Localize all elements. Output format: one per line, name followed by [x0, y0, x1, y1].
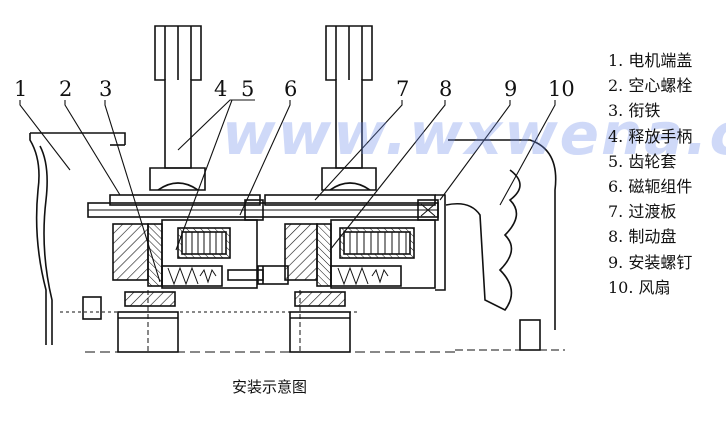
legend-item: 10. 风扇 [608, 275, 692, 300]
legend-number: 8. [608, 227, 624, 247]
watermark-text: www.wxwena.com [222, 100, 726, 168]
legend-item: 2. 空心螺栓 [608, 73, 692, 98]
legend-item: 8. 制动盘 [608, 224, 692, 249]
legend-item: 3. 衔铁 [608, 98, 692, 123]
callout-5: 5 [241, 77, 255, 101]
legend-number: 3. [608, 101, 624, 121]
legend-item: 4. 释放手柄 [608, 124, 692, 149]
callout-9: 9 [504, 77, 518, 101]
legend-label: 衔铁 [628, 101, 661, 121]
parts-legend: 1. 电机端盖 2. 空心螺栓 3. 衔铁 4. 释放手柄 5. 齿轮套 6. … [608, 48, 692, 300]
motor-end-cover [29, 132, 360, 345]
right-brake-body [264, 194, 446, 353]
legend-item: 6. 磁轭组件 [608, 174, 692, 199]
diagram-caption: 安装示意图 [232, 378, 308, 396]
legend-label: 空心螺栓 [628, 76, 693, 96]
legend-label: 齿轮套 [628, 151, 677, 171]
callout-10: 10 [548, 77, 575, 101]
callout-4: 4 [214, 77, 228, 101]
legend-label: 释放手柄 [628, 126, 693, 146]
callout-8: 8 [439, 77, 453, 101]
callout-6: 6 [284, 77, 298, 101]
legend-item: 7. 过渡板 [608, 199, 692, 224]
legend-number: 7. [608, 202, 624, 222]
legend-number: 9. [608, 252, 624, 272]
legend-number: 1. [608, 51, 624, 70]
legend-label: 制动盘 [628, 227, 677, 247]
leader-lines [19, 99, 556, 283]
legend-number: 10. [608, 277, 634, 297]
legend-label: 风扇 [638, 277, 671, 297]
legend-label: 过渡板 [628, 202, 677, 222]
fan [445, 139, 565, 351]
callout-7: 7 [396, 77, 410, 101]
legend-number: 6. [608, 176, 624, 196]
callout-3: 3 [99, 77, 113, 101]
release-handle-left [149, 25, 206, 191]
callout-1: 1 [14, 77, 28, 101]
hollow-bolt [87, 199, 439, 221]
legend-number: 2. [608, 76, 624, 96]
left-brake-body [109, 194, 261, 353]
legend-item: 9. 安装螺钉 [608, 250, 692, 275]
release-handle-right [321, 25, 377, 191]
legend-item: 5. 齿轮套 [608, 149, 692, 174]
legend-label: 安装螺钉 [628, 252, 693, 272]
legend-number: 4. [608, 126, 624, 146]
legend-number: 5. [608, 151, 624, 171]
legend-label: 磁轭组件 [628, 176, 693, 196]
legend-label: 电机端盖 [628, 51, 693, 70]
transition-plate [227, 265, 289, 285]
callout-2: 2 [59, 77, 73, 101]
legend-item: 1. 电机端盖 [608, 48, 692, 73]
